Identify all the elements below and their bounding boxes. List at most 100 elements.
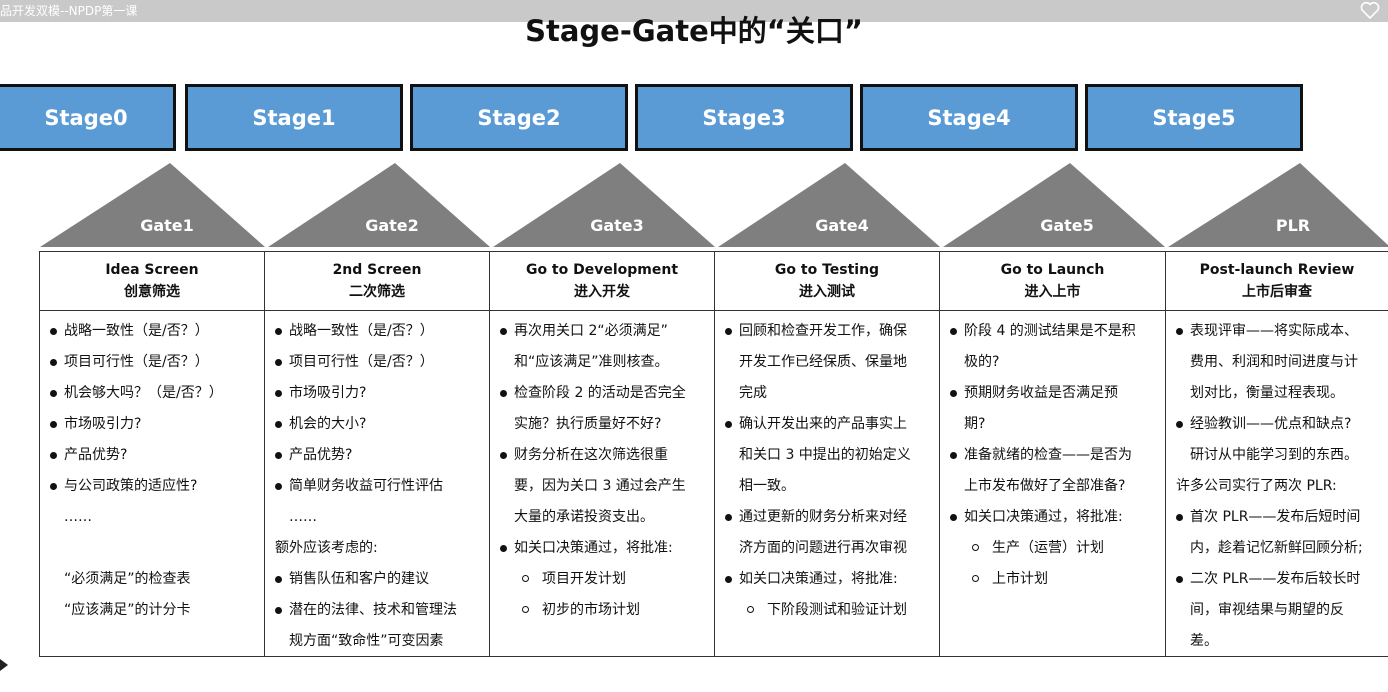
column-header: 2nd Screen 二次筛选	[265, 251, 489, 311]
column-title-cn: 进入开发	[574, 284, 630, 300]
bullet-item: 与公司政策的适应性?	[50, 471, 258, 502]
bullet-text: 确认开发出来的产品事实上	[739, 416, 907, 432]
bullet-text: 机会够大吗？（是/否？）	[64, 385, 223, 401]
bullet-text: 战略一致性（是/否？）	[64, 323, 209, 339]
stage-5: Stage5	[1085, 84, 1303, 151]
bullet-text: 首次 PLR——发布后短时间	[1190, 509, 1361, 525]
bullet-item: 准备就绪的检查——是否为	[950, 440, 1159, 471]
bullet-item: 市场吸引力?	[275, 378, 483, 409]
column-title-en: Idea Screen	[105, 262, 199, 278]
heart-icon[interactable]	[1358, 0, 1382, 22]
continuation-text: 实施？执行质量好不好?	[514, 416, 662, 432]
bullet-text: 二次 PLR——发布后较长时	[1190, 571, 1361, 587]
bullet-dot-icon	[950, 452, 957, 459]
bullet-text: 如关口决策通过，将批准:	[739, 571, 898, 587]
gate-triangle-5	[943, 163, 1165, 247]
bullet-text: 通过更新的财务分析来对经	[739, 509, 907, 525]
bullet-dot-icon	[1176, 328, 1183, 335]
sub-bullet-text: 下阶段测试和验证计划	[767, 602, 907, 618]
gate-column-1: Idea Screen 创意筛选 战略一致性（是/否？） 项目可行性（是/否？） 机…	[39, 251, 265, 657]
bullet-item: 如关口决策通过，将批准:	[725, 564, 933, 595]
continuation-text: 内，趁着记忆新鲜回顾分析;	[1190, 540, 1363, 556]
bullet-dot-icon	[275, 452, 282, 459]
bullet-text: 战略一致性（是/否？）	[289, 323, 434, 339]
bullet-text: 如关口决策通过，将批准:	[964, 509, 1123, 525]
continuation-text: 期?	[964, 416, 986, 432]
slide-title: Stage-Gate中的“关口”	[525, 14, 863, 48]
bullet-item: 产品优势?	[50, 440, 258, 471]
gate-triangles	[40, 163, 1388, 247]
bullet-dot-icon	[50, 390, 57, 397]
bullet-dot-icon	[950, 390, 957, 397]
bullet-dot-icon	[50, 328, 57, 335]
play-icon[interactable]	[0, 659, 8, 671]
column-title-en: Go to Development	[525, 262, 679, 278]
bullet-text: 如关口决策通过，将批准:	[514, 540, 673, 556]
bullet-dot-icon	[275, 576, 282, 583]
hollow-bullet-icon	[972, 575, 979, 582]
bullet-dot-icon	[1176, 421, 1183, 428]
window-title-bar: 品开发双模--NPDP第一课	[0, 0, 1388, 22]
bullet-item: 战略一致性（是/否？）	[50, 316, 258, 347]
bullet-item: 通过更新的财务分析来对经	[725, 502, 933, 533]
bullet-item: 表现评审——将实际成本、	[1176, 316, 1382, 347]
bullet-dot-icon	[50, 483, 57, 490]
continuation-text: 和“应该满足”准则核查。	[514, 354, 669, 370]
gate-column-4: Go to Testing 进入测试 回顾和检查开发工作，确保开发工作已经保质、…	[715, 251, 940, 657]
stage-1: Stage1	[185, 84, 403, 151]
bullet-text: 潜在的法律、技术和管理法	[289, 602, 457, 618]
column-header: Idea Screen 创意筛选	[40, 251, 264, 311]
bullet-dot-icon	[275, 607, 282, 614]
bullet-text: 市场吸引力?	[289, 385, 367, 401]
stage-3: Stage3	[635, 84, 853, 151]
bullet-item: 再次用关口 2“必须满足”	[500, 316, 708, 347]
bullet-dot-icon	[500, 452, 507, 459]
stage-0: Stage0	[0, 84, 176, 151]
gate-triangle-2	[268, 163, 490, 247]
gate-column-plr: Post-launch Review 上市后审查 表现评审——将实际成本、费用、…	[1166, 251, 1388, 657]
continuation-text: 完成	[739, 385, 767, 401]
bullet-dot-icon	[725, 514, 732, 521]
bullet-dot-icon	[1176, 514, 1183, 521]
bullet-item: 如关口决策通过，将批准:	[500, 533, 708, 564]
bullet-dot-icon	[725, 576, 732, 583]
gate-label-3: Gate3	[590, 216, 644, 235]
bullet-item: 销售队伍和客户的建议	[275, 564, 483, 595]
sub-bullet-text: 初步的市场计划	[542, 602, 640, 618]
blank-line	[50, 533, 258, 564]
bullet-dot-icon	[725, 421, 732, 428]
sub-bullet-item: 下阶段测试和验证计划	[725, 595, 933, 626]
bullet-item: 阶段 4 的测试结果是不是积	[950, 316, 1159, 347]
bullet-dot-icon	[50, 452, 57, 459]
bullet-item: 项目可行性（是/否？）	[275, 347, 483, 378]
column-title-cn: 创意筛选	[124, 284, 180, 300]
continuation-text: 济方面的问题进行再次审视	[739, 540, 907, 556]
bullet-item: 回顾和检查开发工作，确保	[725, 316, 933, 347]
bullet-text: 产品优势?	[289, 447, 353, 463]
hollow-bullet-icon	[522, 575, 529, 582]
bullet-item: 预期财务收益是否满足预	[950, 378, 1159, 409]
stage-4: Stage4	[860, 84, 1078, 151]
continuation-text: 间，审视结果与期望的反	[1190, 602, 1344, 618]
sub-bullet-item: 项目开发计划	[500, 564, 708, 595]
bullet-text: 财务分析在这次筛选很重	[514, 447, 668, 463]
bullet-text: 产品优势?	[64, 447, 128, 463]
continuation-text: 差。	[1190, 633, 1218, 649]
bullet-text: 阶段 4 的测试结果是不是积	[964, 323, 1136, 339]
gate-label-1: Gate1	[140, 216, 194, 235]
bullet-text: 项目可行性（是/否？）	[289, 354, 434, 370]
continuation-text: ……	[289, 509, 317, 525]
bullet-item: 潜在的法律、技术和管理法	[275, 595, 483, 626]
bullet-text: 简单财务收益可行性评估	[289, 478, 443, 494]
gate-label-4: Gate4	[815, 216, 869, 235]
gate-triangle-plr	[1168, 163, 1388, 247]
bullet-text: 再次用关口 2“必须满足”	[514, 323, 668, 339]
bullet-text: 项目可行性（是/否？）	[64, 354, 209, 370]
gate-triangle-1	[40, 163, 265, 247]
hollow-bullet-icon	[522, 606, 529, 613]
bullet-text: 经验教训——优点和缺点?	[1190, 416, 1352, 432]
sub-bullet-text: 上市计划	[992, 571, 1048, 587]
sub-bullet-item: 上市计划	[950, 564, 1159, 595]
bullet-text: 检查阶段 2 的活动是否完全	[514, 385, 686, 401]
continuation-text: 上市发布做好了全部准备?	[964, 478, 1126, 494]
